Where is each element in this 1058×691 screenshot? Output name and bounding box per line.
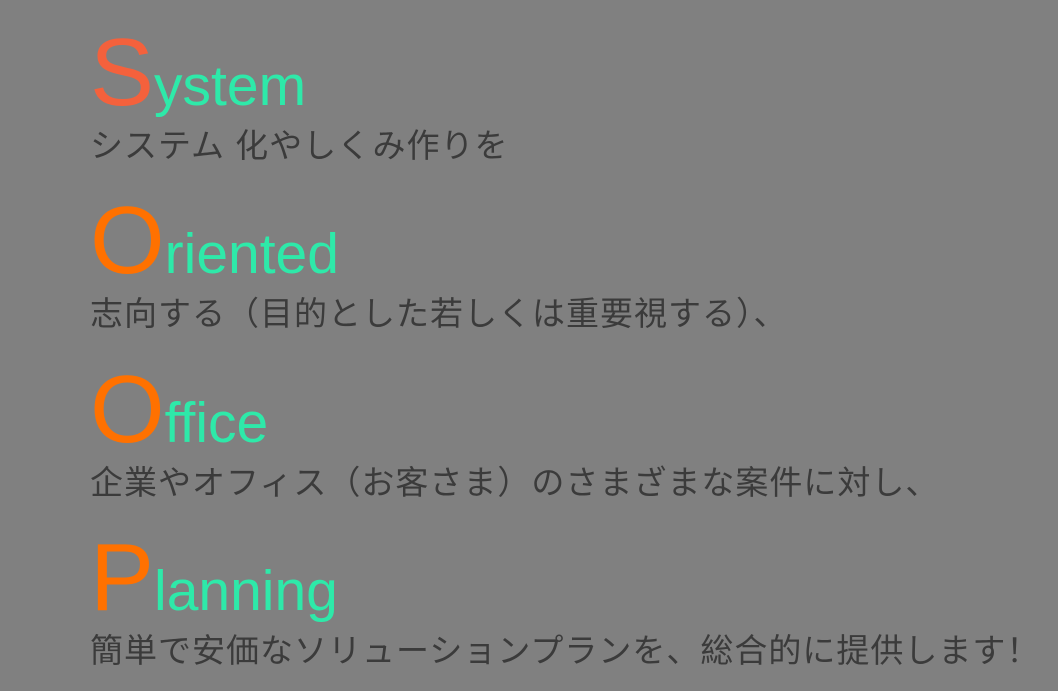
description-office: 企業やオフィス（お客さま）のさまざまな案件に対し、: [90, 463, 940, 501]
acronym-item-office: Office 企業やオフィス（お客さま）のさまざまな案件に対し、: [90, 361, 1058, 501]
word-oriented: Oriented: [90, 193, 1058, 289]
word-rest-oriented: riented: [164, 222, 339, 287]
acronym-item-planning: Planning 簡単で安価なソリューションプランを、総合的に提供します！: [90, 530, 1058, 670]
acronym-item-system: System システム 化やしくみ作りを: [90, 25, 1058, 165]
word-rest-system: ystem: [154, 54, 307, 118]
initial-letter-o2: O: [90, 355, 165, 463]
word-rest-office: ffice: [164, 390, 269, 455]
initial-letter-p: P: [90, 524, 155, 632]
word-system: System: [90, 25, 1058, 121]
description-planning: 簡単で安価なソリューションプランを、総合的に提供します！: [90, 632, 1041, 670]
description-system: システム 化やしくみ作りを: [90, 127, 509, 165]
initial-letter-o1: O: [90, 187, 165, 295]
word-office: Office: [90, 361, 1058, 457]
word-rest-planning: lanning: [154, 559, 338, 624]
initial-letter-s: S: [90, 19, 155, 126]
acronym-item-oriented: Oriented 志向する（目的とした若しくは重要視する）、: [90, 193, 1058, 333]
description-oriented: 志向する（目的とした若しくは重要視する）、: [90, 295, 788, 333]
word-planning: Planning: [90, 530, 1058, 626]
